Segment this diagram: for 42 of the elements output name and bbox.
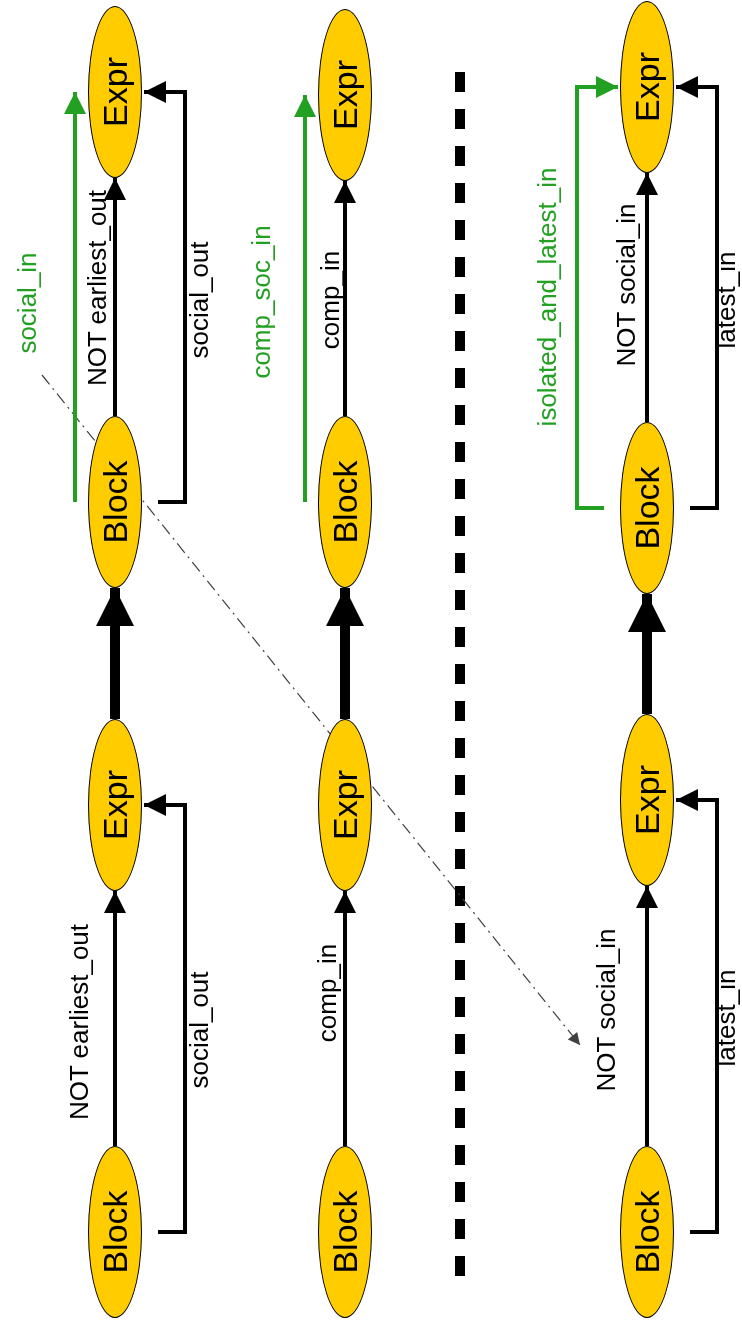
node-label: Expr xyxy=(98,57,132,127)
edge-label: latest_in xyxy=(713,969,741,1067)
arrow xyxy=(294,95,316,502)
node-label: Block xyxy=(328,1190,362,1274)
arrow xyxy=(334,181,356,416)
node-label: Expr xyxy=(630,52,664,122)
arrow xyxy=(575,76,618,510)
edge-label: social_out xyxy=(186,241,214,359)
edge-label: isolated_and_latest_in xyxy=(534,167,562,427)
edge-label: social_in xyxy=(14,252,42,354)
block-arrow xyxy=(628,594,666,714)
edge-label: social_out xyxy=(186,971,214,1089)
edge-label: NOT earliest_out xyxy=(84,189,112,387)
block-arrow xyxy=(326,588,364,719)
arrow xyxy=(104,891,126,1146)
arrow xyxy=(64,92,86,502)
arrow xyxy=(636,886,658,1146)
node-label: Expr xyxy=(328,770,362,840)
edge-label: comp_in xyxy=(314,943,342,1043)
edge-label: NOT earliest_out xyxy=(66,923,94,1121)
edge-label: latest_in xyxy=(713,251,741,349)
arrow xyxy=(676,789,719,1234)
node-label: Block xyxy=(630,466,664,550)
node-label: Block xyxy=(98,460,132,544)
node-label: Expr xyxy=(328,60,362,130)
node-label: Expr xyxy=(630,765,664,835)
arrow xyxy=(104,178,126,416)
edge-label: comp_soc_in xyxy=(248,225,276,379)
arrow xyxy=(144,81,187,504)
node-label: Block xyxy=(98,1190,132,1274)
arrow xyxy=(636,173,658,422)
block-arrow xyxy=(96,588,134,719)
arrow xyxy=(676,76,719,510)
node-label: Expr xyxy=(98,770,132,840)
node-label: Block xyxy=(328,460,362,544)
arrow xyxy=(334,891,356,1146)
ellipse-node xyxy=(620,1,674,173)
edge-label: comp_in xyxy=(317,250,345,350)
edge-label: NOT social_in xyxy=(613,203,641,367)
node-label: Block xyxy=(630,1190,664,1274)
edge-label: NOT social_in xyxy=(593,928,621,1092)
arrow xyxy=(144,794,187,1234)
